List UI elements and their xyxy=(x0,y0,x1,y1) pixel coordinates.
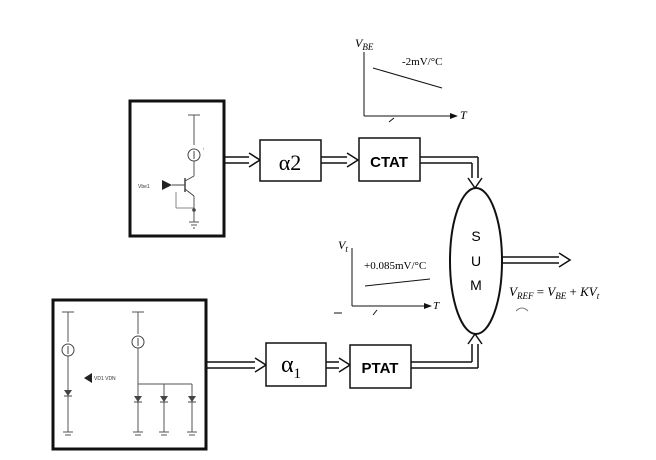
alpha2-label: α2 xyxy=(279,150,302,175)
ctat-graph-slope-label: -2mV/°C xyxy=(402,56,442,68)
diode-icon xyxy=(134,396,142,402)
ptat-graph-trend-line xyxy=(364,278,431,287)
alpha1-block: α1 xyxy=(265,342,327,387)
ctat-graph-trend-line xyxy=(372,67,443,89)
ptat-source-schematic: VD1 VDN xyxy=(51,298,208,451)
sum-letter-s: S xyxy=(471,228,480,244)
ctat-source-schematic: I Vbe1 xyxy=(128,99,226,238)
ptat-graph: Vt T +0.085mV/°C xyxy=(334,238,440,316)
vref-equation: VREF = VBE + KVt xyxy=(509,284,600,301)
ptat-schematic-frame xyxy=(51,298,208,451)
pin-arrow-icon xyxy=(84,373,92,383)
ptat-label: PTAT xyxy=(362,360,399,377)
ptat-graph-x-label: T xyxy=(433,300,440,312)
ctat-label: CTAT xyxy=(370,154,408,171)
ctat-block: CTAT xyxy=(358,137,421,182)
ctat-schematic-frame xyxy=(128,99,226,238)
sum-letter-u: U xyxy=(471,253,481,269)
sum-letter-m: M xyxy=(470,277,482,293)
svg-text:I: I xyxy=(203,146,204,151)
diode-icon xyxy=(160,396,168,402)
sum-block: S U M xyxy=(449,187,503,335)
ctat-graph-y-label: VBE xyxy=(355,36,374,52)
vd-pin-label: VD1 VDN xyxy=(94,376,116,382)
vbe-pin-label: Vbe1 xyxy=(138,184,150,190)
ptat-block: PTAT xyxy=(349,344,412,389)
ctat-graph: VBE T -2mV/°C xyxy=(355,36,468,123)
pin-arrow-icon xyxy=(162,180,172,190)
diode-icon xyxy=(64,390,72,396)
ptat-graph-slope-label: +0.085mV/°C xyxy=(364,260,426,272)
alpha2-block: α2 xyxy=(259,139,322,182)
alpha1-label: α1 xyxy=(281,352,301,382)
ctat-graph-x-label: T xyxy=(460,108,468,122)
diode-icon xyxy=(188,396,196,402)
ptat-graph-y-label: Vt xyxy=(338,238,348,254)
